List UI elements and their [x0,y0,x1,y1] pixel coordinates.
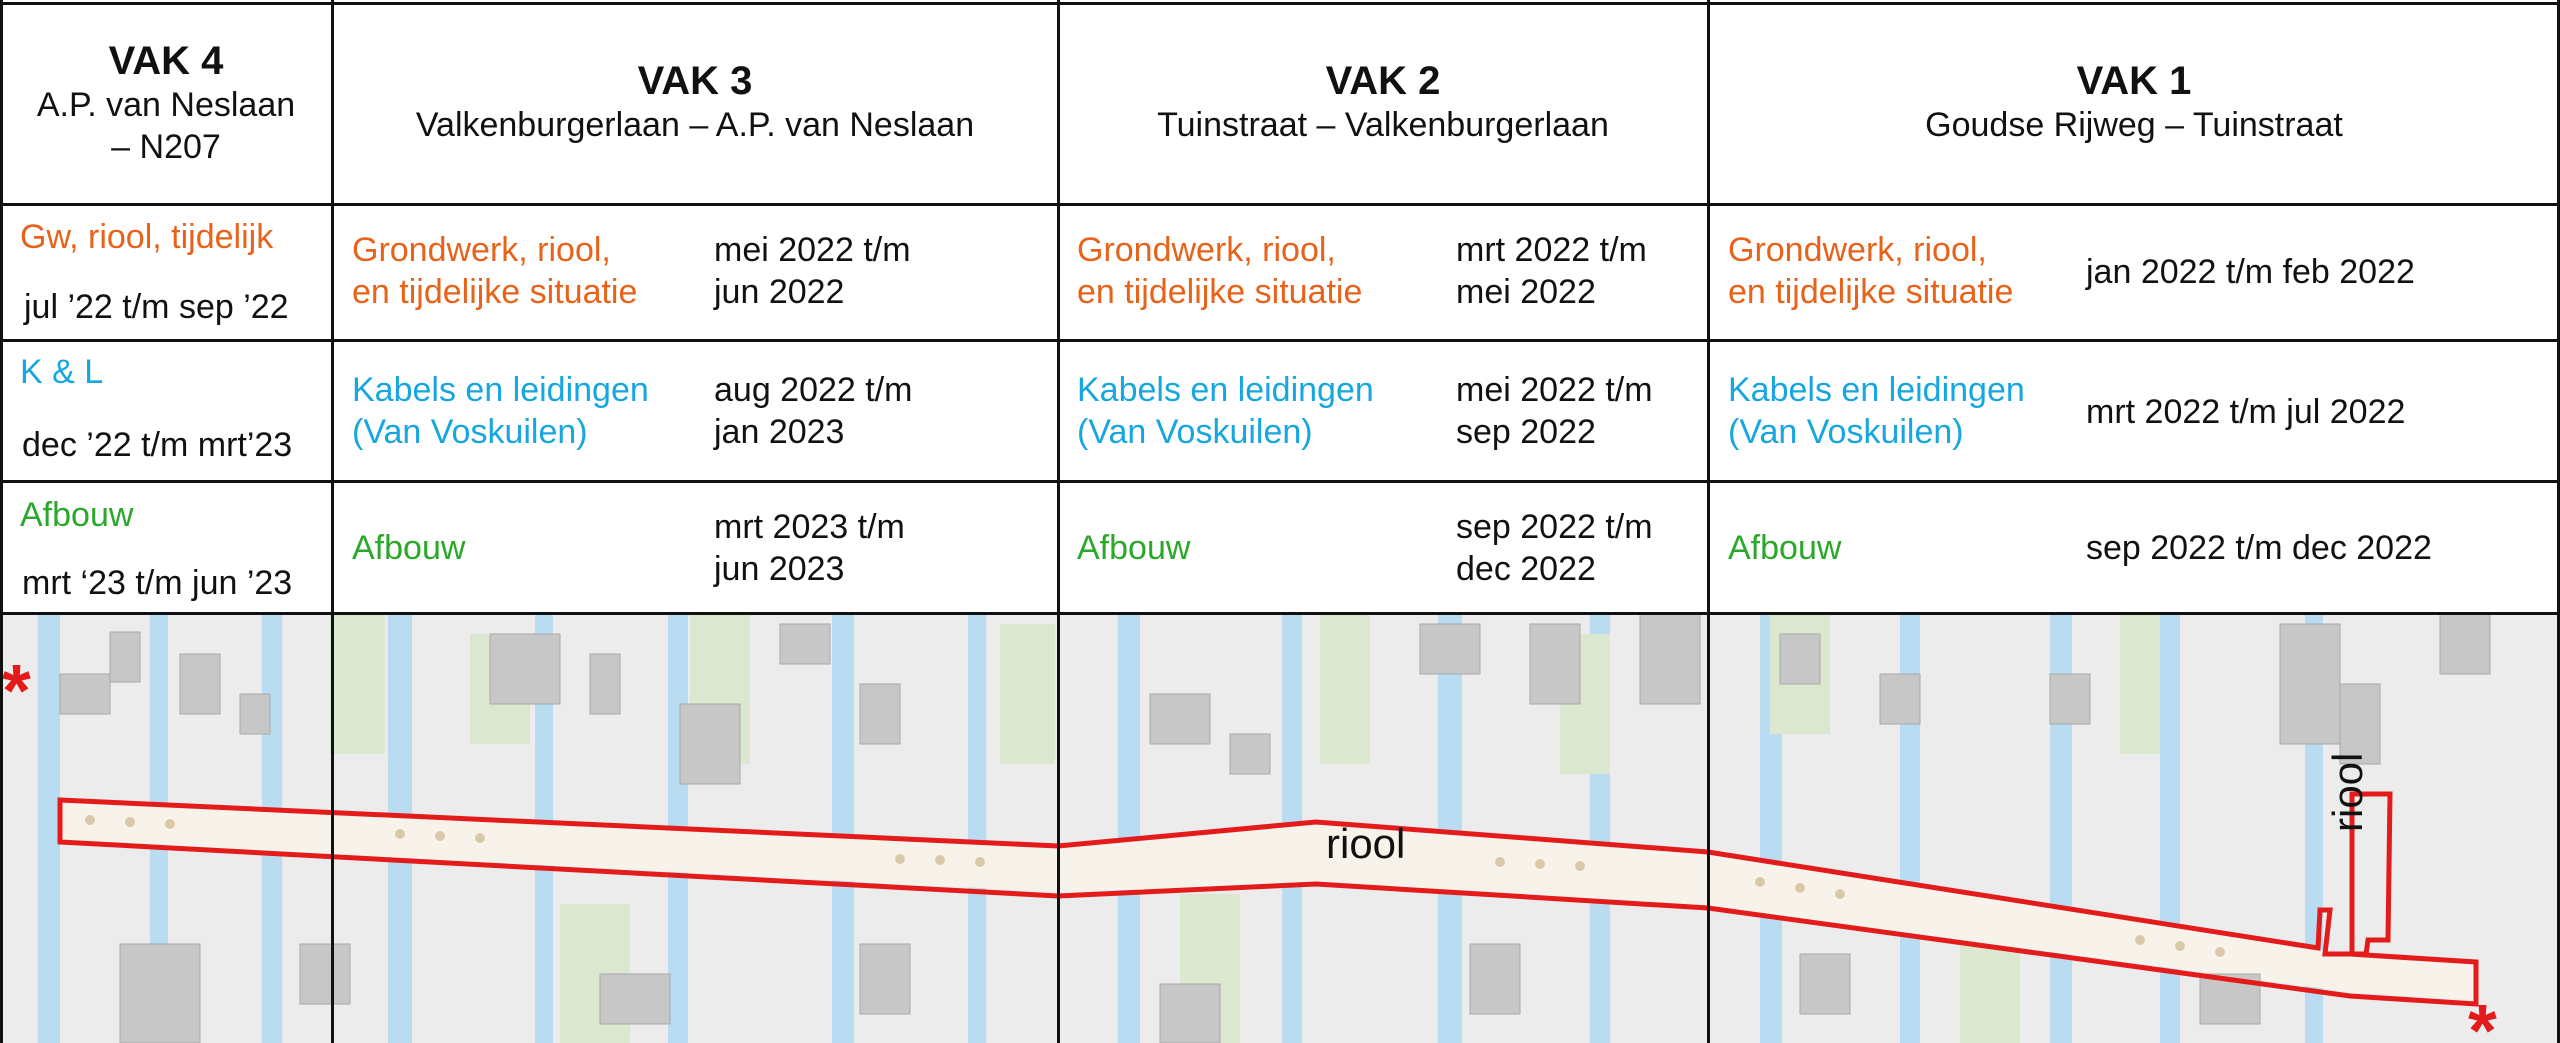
vak2-grondwerk-date-line1: mrt 2022 t/m [1456,231,1647,269]
vak2-route: Tuinstraat – Valkenburgerlaan [1157,106,1609,144]
vak2-afbouw-phase: Afbouw [1077,529,1191,567]
grid-line-row3 [0,480,2560,483]
vak3-grondwerk-date-line1: mei 2022 t/m [714,231,911,269]
header-vak2: VAK 2 Tuinstraat – Valkenburgerlaan [1058,58,1708,146]
vak4-route-line1: A.P. van Neslaan [36,86,296,124]
vak3-kabels-date-line1: aug 2022 t/m [714,371,913,409]
vak2-kabels-date-line2: sep 2022 [1456,413,1596,451]
vak1-grondwerk-phase-line2: en tijdelijke situatie [1728,273,2014,311]
vak2-afbouw-date: sep 2022 t/m dec 2022 [1456,506,1653,590]
riool-label-vertical: riool [2324,752,2371,832]
vak3-grondwerk-date: mei 2022 t/m jun 2022 [714,229,911,313]
vak3-grondwerk-phase: Grondwerk, riool, en tijdelijke situatie [352,229,637,313]
vak4-route-line2: – N207 [111,128,221,166]
vak4-grondwerk-date: jul ’22 t/m sep ’22 [24,288,289,326]
map-svg [38,614,2491,1043]
vak1-kabels-phase-line1: Kabels en leidingen [1728,371,2025,409]
vak2-kabels-phase-line2: (Van Voskuilen) [1077,413,1313,451]
vak2-kabels-phase-line1: Kabels en leidingen [1077,371,1374,409]
vak1-afbouw-phase: Afbouw [1728,529,1842,567]
vak2-grondwerk-phase-line2: en tijdelijke situatie [1077,273,1363,311]
start-asterisk: * [2,649,31,732]
vak3-kabels-date-line2: jan 2023 [714,413,845,451]
end-asterisk: * [2468,989,2497,1043]
vak2-title: VAK 2 [1325,59,1441,103]
vak2-kabels-date-line1: mei 2022 t/m [1456,371,1653,409]
vak4-title: VAK 4 [108,39,224,83]
vak1-grondwerk-phase-line1: Grondwerk, riool, [1728,231,1987,269]
riool-label: riool [1326,820,1406,867]
grid-line-col3 [1707,0,1710,1043]
vak4-afbouw-date: mrt ‘23 t/m jun ’23 [22,564,293,602]
vak2-afbouw-date-line1: sep 2022 t/m [1456,508,1653,546]
vak2-kabels-date: mei 2022 t/m sep 2022 [1456,369,1653,453]
vak3-grondwerk-phase-line1: Grondwerk, riool, [352,231,611,269]
grid-line-col1 [331,0,334,1043]
vak3-afbouw-date-line1: mrt 2023 t/m [714,508,905,546]
vak4-afbouw-phase: Afbouw [20,496,134,534]
header-vak1: VAK 1 Goudse Rijweg – Tuinstraat [1708,58,2560,146]
vak3-afbouw-date-line2: jun 2023 [714,550,845,588]
vak3-grondwerk-phase-line2: en tijdelijke situatie [352,273,638,311]
vak4-kabels-date: dec ’22 t/m mrt’23 [22,426,293,464]
vak2-grondwerk-date-line2: mei 2022 [1456,273,1596,311]
vak3-title: VAK 3 [637,59,753,103]
vak3-afbouw-phase: Afbouw [352,529,466,567]
vak3-kabels-phase: Kabels en leidingen (Van Voskuilen) [352,369,649,453]
planning-table: VAK 4 A.P. van Neslaan – N207 VAK 3 Valk… [0,38,2560,602]
header-vak3: VAK 3 Valkenburgerlaan – A.P. van Neslaa… [332,58,1058,146]
tree-marks [85,815,2225,957]
vak1-title: VAK 1 [2076,59,2192,103]
vak3-grondwerk-date-line2: jun 2022 [714,273,845,311]
grid-line-row2 [0,339,2560,342]
grid-line-row1 [0,203,2560,206]
riool-branch-outline [2349,791,2393,957]
vak1-afbouw-date: sep 2022 t/m dec 2022 [2086,529,2432,567]
vak3-kabels-date: aug 2022 t/m jan 2023 [714,369,912,453]
header-vak4: VAK 4 A.P. van Neslaan – N207 [0,38,332,168]
vak3-kabels-phase-line1: Kabels en leidingen [352,371,649,409]
grid-line-left [0,0,3,1043]
grid-line-col2 [1057,0,1060,1043]
vak1-grondwerk-phase: Grondwerk, riool, en tijdelijke situatie [1728,229,2013,313]
buildings [59,614,2491,1043]
vak3-kabels-phase-line2: (Van Voskuilen) [352,413,588,451]
vak1-kabels-phase: Kabels en leidingen (Van Voskuilen) [1728,369,2025,453]
vak4-kabels-phase: K & L [20,353,104,391]
vak1-route: Goudse Rijweg – Tuinstraat [1925,106,2343,144]
vak2-grondwerk-phase: Grondwerk, riool, en tijdelijke situatie [1077,229,1362,313]
grid-line-row4 [0,612,2560,615]
vak2-grondwerk-phase-line1: Grondwerk, riool, [1077,231,1336,269]
vak3-route: Valkenburgerlaan – A.P. van Neslaan [415,106,975,144]
vak1-kabels-phase-line2: (Van Voskuilen) [1728,413,1964,451]
vak1-grondwerk-date: jan 2022 t/m feb 2022 [2086,253,2415,291]
grid-line-top [0,2,2560,5]
vak1-kabels-date: mrt 2022 t/m jul 2022 [2086,393,2406,431]
vak2-grondwerk-date: mrt 2022 t/m mei 2022 [1456,229,1647,313]
vak2-kabels-phase: Kabels en leidingen (Van Voskuilen) [1077,369,1374,453]
grid-line-right [2557,0,2560,1043]
vak3-afbouw-date: mrt 2023 t/m jun 2023 [714,506,905,590]
vak4-grondwerk-phase: Gw, riool, tijdelijk [20,218,274,256]
project-map: riool riool * * [0,614,2560,1043]
vak2-afbouw-date-line2: dec 2022 [1456,550,1596,588]
